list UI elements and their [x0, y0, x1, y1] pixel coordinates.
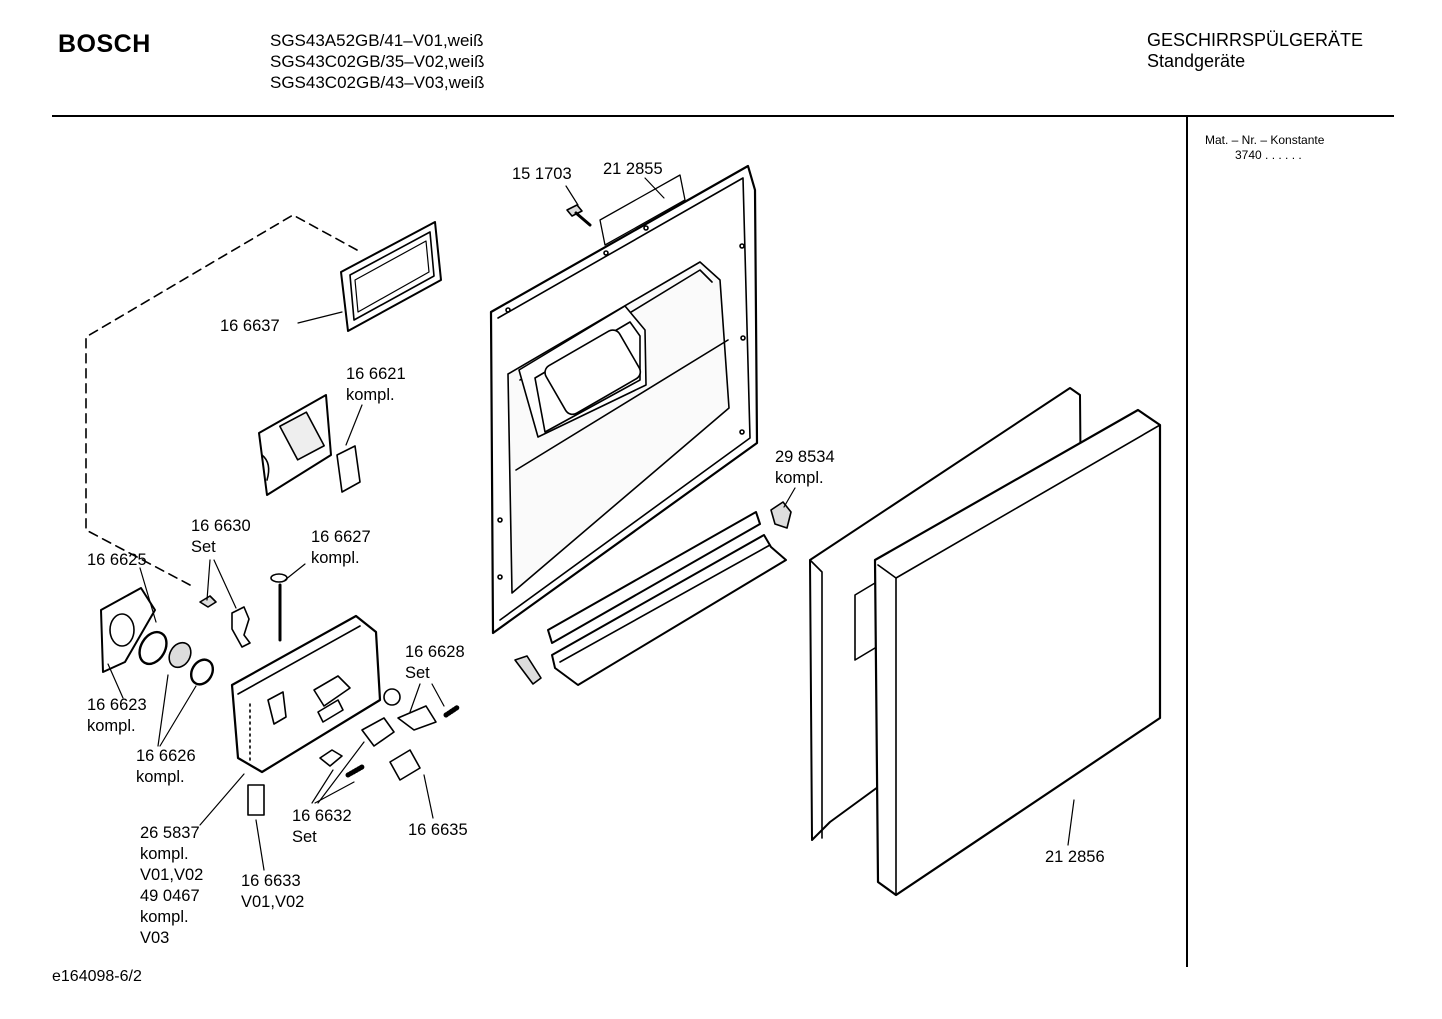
material-constant: Mat. – Nr. – Konstante 3740 . . . . . .: [1205, 133, 1324, 163]
part-number: 16 6621: [346, 365, 406, 383]
category-subtitle: Standgeräte: [1147, 51, 1246, 71]
part-number: 15 1703: [512, 165, 572, 183]
part-number: 49 0467: [140, 887, 200, 905]
part-qualifier: kompl.: [311, 549, 360, 567]
part-label: 16 6626 kompl.: [136, 746, 196, 788]
part-number: 16 6625: [87, 551, 147, 569]
part-qualifier: Set: [405, 664, 430, 682]
dispenser-housing: [230, 614, 382, 774]
part-label: 16 6621 kompl.: [346, 364, 406, 406]
part-qualifier: kompl.: [136, 768, 185, 786]
part-qualifier: kompl.: [775, 469, 824, 487]
part-number: 16 6633: [241, 872, 301, 890]
part-label: 16 6627 kompl.: [311, 527, 371, 569]
document-id: e164098-6/2: [52, 968, 142, 985]
part-label: 15 1703: [512, 164, 572, 185]
assembly-dashed-line: [85, 214, 358, 586]
outer-door-front: [809, 387, 1162, 897]
part-number: 16 6637: [220, 317, 280, 335]
part-label: 16 6623 kompl.: [87, 695, 147, 737]
part-qualifier: kompl.: [346, 386, 395, 404]
part-number: 16 6630: [191, 517, 251, 535]
model-line: SGS43C02GB/43–V03,weiß: [270, 73, 485, 92]
part-qualifier: Set: [191, 538, 216, 556]
part-number: 21 2856: [1045, 848, 1105, 866]
screw-part: [566, 204, 592, 227]
part-label: 29 8534 kompl.: [775, 447, 835, 489]
exploded-view-diagram: [85, 164, 1162, 897]
header-divider: [52, 115, 1394, 117]
mat-value: 3740 . . . . . .: [1235, 148, 1302, 162]
dispenser-cover-frame: [340, 221, 442, 332]
part-number: 21 2855: [603, 160, 663, 178]
mat-label: Mat. – Nr. – Konstante: [1205, 133, 1325, 147]
part-number: 16 6628: [405, 643, 465, 661]
part-qualifier: V01,V02: [140, 866, 204, 884]
sidebar-divider: [1186, 117, 1188, 967]
small-parts: [100, 573, 461, 816]
model-line: SGS43C02GB/35–V02,weiß: [270, 52, 485, 71]
leader-lines: [107, 177, 1075, 871]
part-qualifier: kompl.: [140, 908, 189, 926]
part-number: 26 5837: [140, 824, 200, 842]
part-number: 16 6632: [292, 807, 352, 825]
part-number: 16 6626: [136, 747, 196, 765]
part-number: 16 6627: [311, 528, 371, 546]
part-label: 16 6635: [408, 820, 468, 841]
inner-door-panel: [489, 164, 759, 635]
part-label: 21 2856: [1045, 847, 1105, 868]
part-label: 21 2855: [603, 159, 663, 180]
door-bottom-rails: [514, 511, 787, 686]
part-number: 29 8534: [775, 448, 835, 466]
part-label: 26 5837 kompl. V01,V02 49 0467 kompl. V03: [140, 823, 203, 949]
part-qualifier: V01,V02: [241, 893, 305, 911]
part-qualifier: Set: [292, 828, 317, 846]
category-block: GESCHIRRSPÜLGERÄTE Standgeräte: [1147, 30, 1363, 72]
model-line: SGS43A52GB/41–V01,weiß: [270, 31, 484, 50]
part-qualifier: V03: [140, 929, 170, 947]
part-number: 16 6623: [87, 696, 147, 714]
part-label: 16 6625: [87, 550, 147, 571]
brand-logo: BOSCH: [58, 30, 151, 58]
part-qualifier: kompl.: [87, 717, 136, 735]
door-hinge: [770, 501, 792, 529]
part-qualifier: kompl.: [140, 845, 189, 863]
model-list: SGS43A52GB/41–V01,weiß SGS43C02GB/35–V02…: [270, 30, 485, 93]
part-number: 16 6635: [408, 821, 468, 839]
rinse-aid-panel: [258, 394, 361, 496]
part-label: 16 6637: [220, 316, 280, 337]
category-title: GESCHIRRSPÜLGERÄTE: [1147, 30, 1364, 50]
